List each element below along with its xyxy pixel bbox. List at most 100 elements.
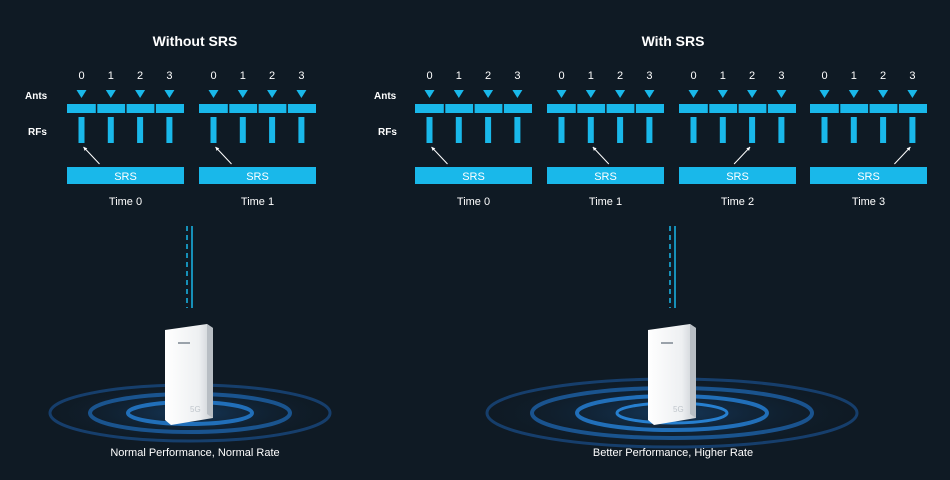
antenna-array-divider (502, 104, 504, 113)
antenna-index-label: 1 (851, 70, 857, 82)
antenna-triangle-icon (105, 90, 116, 98)
rf-chain-bar (239, 117, 246, 143)
antenna-index-label: 3 (646, 70, 652, 82)
srs-arrowhead-icon (592, 147, 597, 151)
srs-label: SRS (726, 171, 749, 183)
srs-label: SRS (594, 171, 617, 183)
srs-arrow-icon (215, 146, 232, 165)
srs-arrowhead-icon (746, 147, 751, 151)
svg-text:5G: 5G (673, 405, 684, 414)
antenna-index-label: 2 (749, 70, 755, 82)
rf-chain-bar (617, 117, 624, 143)
antenna-array-divider (443, 104, 446, 113)
srs-bar (199, 167, 316, 184)
time-label: Time 1 (589, 196, 622, 208)
panel-title-without-srs: Without SRS (153, 33, 238, 49)
rf-chain-bar (107, 117, 114, 143)
srs-bar (415, 167, 532, 184)
antenna-index-label: 3 (909, 70, 915, 82)
srs-bar (679, 167, 796, 184)
antenna-index-label: 0 (821, 70, 827, 82)
antenna-triangle-icon (296, 90, 307, 98)
rf-chain-bar (210, 117, 217, 143)
antenna-array-divider (737, 104, 739, 113)
antenna-index-label: 1 (456, 70, 462, 82)
antenna-triangle-icon (424, 90, 435, 98)
antenna-index-label: 2 (485, 70, 491, 82)
antenna-array-divider (473, 104, 475, 113)
ants-row-label-right: Ants (374, 91, 397, 102)
dashed-link-icon-right (669, 226, 676, 308)
rf-chain-bar (426, 117, 433, 143)
rf-chain-bar (166, 117, 173, 143)
antenna-array-divider (257, 104, 259, 113)
rf-chain-bar (821, 117, 828, 143)
antenna-index-label: 0 (690, 70, 696, 82)
srs-arrowhead-icon (83, 147, 88, 151)
cpe-device-icon-left: 5G (165, 324, 213, 425)
antenna-index-label: 2 (617, 70, 623, 82)
rf-chain-bar (514, 117, 521, 143)
srs-bar (810, 167, 927, 184)
time-label: Time 0 (457, 196, 490, 208)
srs-bar (67, 167, 184, 184)
antenna-index-label: 1 (108, 70, 114, 82)
time-label: Time 1 (241, 196, 274, 208)
srs-arrowhead-icon (215, 147, 220, 151)
time-label: Time 0 (109, 196, 142, 208)
antenna-index-label: 3 (778, 70, 784, 82)
antenna-index-label: 3 (166, 70, 172, 82)
antenna-triangle-icon (453, 90, 464, 98)
antenna-triangle-icon (717, 90, 728, 98)
rf-chain-bar (485, 117, 492, 143)
antenna-index-label: 1 (720, 70, 726, 82)
cpe-device-icon-right: 5G (648, 324, 696, 425)
rf-chain-bar (646, 117, 653, 143)
antenna-index-label: 3 (298, 70, 304, 82)
dashed-link-icon-left (186, 226, 193, 308)
rf-chain-bar (749, 117, 756, 143)
rf-chain-bar (690, 117, 697, 143)
antenna-triangle-icon (164, 90, 175, 98)
time-label: Time 2 (721, 196, 754, 208)
antenna-array-divider (707, 104, 710, 113)
antenna-triangle-icon (644, 90, 655, 98)
srs-arrow-icon (592, 146, 610, 165)
srs-arrow-icon (894, 146, 911, 165)
rf-chain-bar (719, 117, 726, 143)
antenna-index-label: 2 (269, 70, 275, 82)
antenna-triangle-icon (267, 90, 278, 98)
rfs-row-label-left: RFs (28, 127, 47, 138)
antenna-triangle-icon (135, 90, 146, 98)
antenna-triangle-icon (615, 90, 626, 98)
rf-chain-bar (880, 117, 887, 143)
time-label: Time 3 (852, 196, 885, 208)
antenna-index-label: 0 (558, 70, 564, 82)
antenna-triangle-icon (878, 90, 889, 98)
antenna-triangle-icon (848, 90, 859, 98)
srs-arrow-icon (733, 146, 751, 165)
antenna-triangle-icon (237, 90, 248, 98)
antenna-array-divider (227, 104, 230, 113)
antenna-index-label: 3 (514, 70, 520, 82)
srs-label: SRS (246, 171, 269, 183)
antenna-triangle-icon (747, 90, 758, 98)
antenna-index-label: 0 (78, 70, 84, 82)
rf-chain-bar (558, 117, 565, 143)
antenna-index-label: 1 (588, 70, 594, 82)
antenna-triangle-icon (688, 90, 699, 98)
antenna-array-divider (286, 104, 288, 113)
rf-chain-bar (298, 117, 305, 143)
srs-arrowhead-icon (431, 147, 436, 151)
antenna-array-divider (868, 104, 870, 113)
antenna-array-divider (95, 104, 98, 113)
antenna-array-divider (838, 104, 841, 113)
srs-arrow-icon (83, 146, 100, 165)
rf-chain-bar (137, 117, 144, 143)
